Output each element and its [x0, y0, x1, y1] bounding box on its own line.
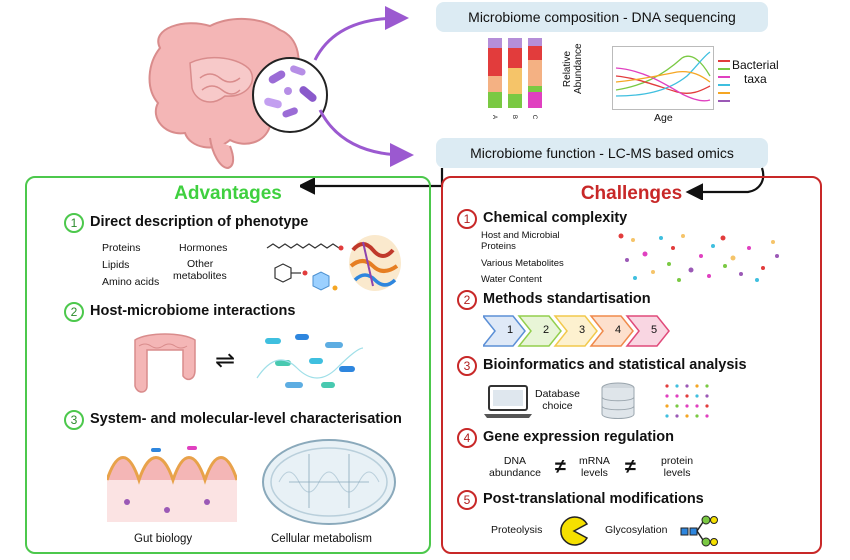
step-3-label: 3 [579, 324, 586, 336]
caption-gut-biology: Gut biology [134, 533, 193, 545]
advantages-title: Advantages [174, 183, 282, 204]
step-2-label: 2 [543, 324, 550, 336]
protein-structure-icon [349, 235, 401, 291]
mrna-levels-label: mRNA levels [579, 455, 610, 479]
chal-item-metabolites: Various Metabolites [481, 258, 564, 269]
legend-swatch [718, 76, 730, 78]
line-chart-xlabel: Age [654, 112, 673, 124]
chal-number-1: 1 [457, 209, 477, 229]
method-steps-chevrons [483, 315, 670, 347]
laptop-icon [484, 385, 532, 418]
microbe-magnifier [252, 57, 328, 133]
ptm-proteolysis: Proteolysis [491, 524, 543, 536]
function-label: Microbiome function - LC-MS based omics [436, 138, 768, 168]
chal-s5-title: Post-translational modifications [483, 491, 704, 507]
not-equal-2: ≠ [625, 456, 636, 478]
not-equal-1: ≠ [555, 456, 566, 478]
protein-levels-label: protein levels [661, 455, 693, 479]
chal-number-5: 5 [457, 490, 477, 510]
bar-category-b: B [511, 114, 518, 120]
adv-s3-title: System- and molecular-level characterisa… [90, 411, 402, 427]
adv-s1-title: Direct description of phenotype [90, 214, 309, 230]
dna-label-2: abundance [489, 467, 541, 479]
adv-number-1: 1 [64, 213, 84, 233]
chal-item-host-microbial: Host and Microbial [481, 230, 560, 241]
adv-item-other: Other [187, 258, 214, 270]
composition-label: Microbiome composition - DNA sequencing [436, 2, 768, 32]
database-choice-label: Database choice [535, 388, 580, 412]
relative-abundance-bars [488, 38, 542, 108]
chal-s3-title: Bioinformatics and statistical analysis [483, 357, 747, 373]
lipid-molecule-icon [266, 243, 344, 291]
chal-item-proteins: Proteins [481, 241, 516, 252]
dna-label-1: DNA [503, 455, 527, 467]
mrna-label-1: mRNA [579, 455, 610, 467]
step-5-label: 5 [651, 324, 658, 336]
legend-swatch [718, 92, 730, 94]
mrna-label-2: levels [581, 467, 608, 479]
chal-number-3: 3 [457, 356, 477, 376]
db-label-2: choice [542, 400, 573, 412]
chal-s4-title: Gene expression regulation [483, 429, 674, 445]
chal-s1-title: Chemical complexity [483, 210, 628, 226]
protein-label-2: levels [663, 467, 691, 479]
bar-category-a: A [491, 114, 498, 120]
mitochondrion-icon [262, 439, 396, 525]
chal-number-2: 2 [457, 290, 477, 310]
chal-number-4: 4 [457, 428, 477, 448]
challenges-panel: Challenges 1 Chemical complexity Host an… [441, 176, 822, 554]
taxa-legend-swatches [718, 58, 732, 114]
legend-label-line-1: Bacterial [732, 58, 779, 72]
adv-number-2: 2 [64, 302, 84, 322]
legend-swatch [718, 68, 730, 70]
ptm-glycosylation: Glycosylation [605, 524, 668, 536]
colon-icon [134, 333, 196, 393]
caption-cellular-metabolism: Cellular metabolism [271, 533, 372, 545]
chal-item-water: Water Content [481, 274, 542, 285]
data-grid-icon [665, 384, 709, 418]
protein-label-1: protein [661, 455, 694, 467]
taxa-legend-label: Bacterial taxa [732, 58, 779, 86]
adv-item-amino-acids: Amino acids [102, 276, 160, 288]
adv-item-hormones: Hormones [179, 242, 228, 254]
adv-number-3: 3 [64, 410, 84, 430]
step-4-label: 4 [615, 324, 622, 336]
step-1-label: 1 [507, 324, 514, 336]
glycosylation-icon [680, 515, 718, 547]
proteolysis-icon [560, 516, 589, 546]
equilibrium-arrow: ⇌ [215, 347, 236, 374]
legend-label-line-2: taxa [744, 72, 767, 86]
axis-label-line-1: Relative [562, 50, 573, 88]
microbes-cluster-icon [256, 334, 364, 388]
database-icon [601, 382, 635, 419]
adv-item-proteins: Proteins [102, 242, 141, 254]
adv-item-lipids: Lipids [102, 259, 130, 271]
legend-swatch [718, 60, 730, 62]
taxa-line-chart [612, 46, 714, 110]
legend-swatch [718, 100, 730, 102]
challenges-title: Challenges [580, 183, 683, 204]
legend-swatch [718, 84, 730, 86]
db-label-1: Database [535, 388, 580, 400]
purple-arrows [313, 6, 414, 167]
molecule-dots-grid [618, 233, 779, 282]
axis-label-line-2: Abundance [573, 43, 584, 94]
advantages-panel: Advantages 1 Direct description of pheno… [25, 176, 431, 554]
bar-category-c: C [531, 114, 538, 120]
adv-item-metabolites: metabolites [173, 270, 227, 282]
relative-abundance-axis-label: Relative Abundance [562, 43, 584, 94]
gut-villi-icon [107, 446, 237, 522]
adv-s2-title: Host-microbiome interactions [90, 303, 296, 319]
chal-s2-title: Methods standartisation [483, 291, 651, 307]
dna-abundance-label: DNA abundance [489, 455, 541, 479]
